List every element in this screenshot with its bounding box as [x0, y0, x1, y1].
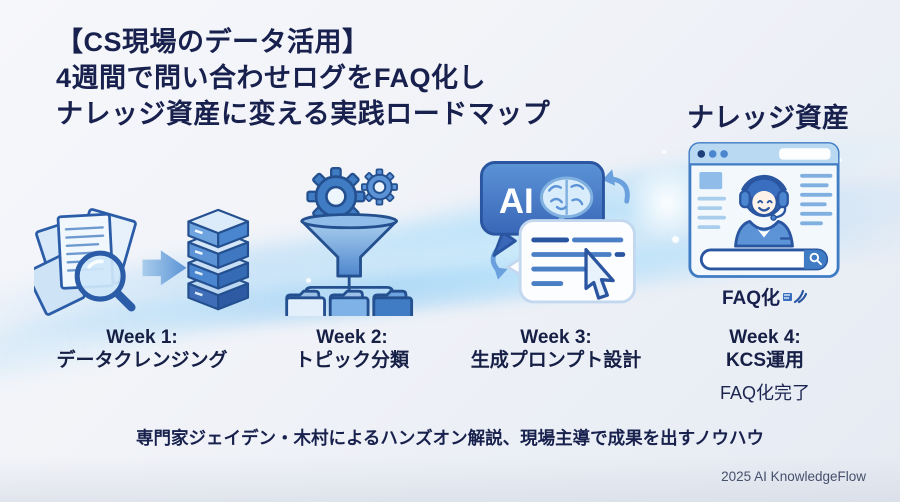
sparkle-dot: [838, 158, 842, 162]
sparkle-dot: [306, 278, 311, 283]
magnifier-icon: [74, 250, 136, 312]
week4-kcs-browser-icon: [688, 141, 840, 284]
folder-icon: [328, 289, 370, 321]
week2-topic-classification-icon: [281, 166, 423, 321]
week-number: Week 3:: [520, 327, 592, 348]
week-number: Week 1:: [106, 327, 178, 348]
arrowhead-icon: [494, 267, 508, 280]
sparkle-dot: [662, 150, 666, 154]
footer-strip: [0, 456, 900, 502]
week-number: Week 2:: [316, 327, 388, 348]
gear-icon: [360, 168, 398, 206]
week-number: Week 4:: [729, 327, 801, 348]
week2-label: Week 2: トピック分類: [268, 326, 436, 372]
window-dot-icon: [708, 150, 717, 158]
search-icon: [809, 252, 820, 263]
week3-prompt-design-icon: AI: [464, 156, 648, 327]
title-line: ナレッジ資産に変える実践ロードマップ: [56, 99, 551, 129]
address-bar: [779, 148, 831, 160]
ai-chat-bubbles-icon: AI: [479, 161, 636, 304]
week-topic: 生成プロンプト設計: [470, 350, 642, 371]
headset-earcup-icon: [739, 189, 751, 209]
paper-stack-icon: [25, 208, 137, 316]
brain-icon: [540, 176, 594, 227]
folder-icon: [285, 289, 326, 321]
week4-note: FAQ化完了: [719, 383, 810, 403]
search-bar: [699, 248, 829, 271]
documents-magnifier-database-icon: [25, 208, 250, 316]
credit-text: 2025 AI KnowledgeFlow: [721, 469, 866, 484]
page-content-lines: [697, 172, 833, 229]
gears-funnel-folders-icon: [285, 166, 414, 321]
support-agent-icon: [734, 174, 794, 248]
faq-badge: FAQ化: [688, 283, 842, 310]
window-dot-icon: [720, 150, 728, 158]
database-stack-icon: [187, 208, 250, 311]
funnel-icon: [300, 213, 398, 278]
headset-earcup-icon: [777, 189, 789, 209]
week1-data-cleansing-icon: [25, 206, 250, 331]
week-topic: トピック分類: [294, 350, 409, 371]
sparkle-dot: [672, 236, 679, 243]
week1-label: Week 1: データクレンジング: [25, 326, 259, 372]
knowledge-asset-heading: ナレッジ資産: [687, 103, 849, 133]
ai-bubble-icon: AI: [479, 161, 605, 257]
bottom-note: 専門家ジェイデン・木村によるハンズオン解説、現場主導で成果を出すノウハウ: [135, 428, 765, 448]
week-topic: KCS運用: [725, 350, 805, 371]
week3-label: Week 3: 生成プロンプト設計: [456, 326, 656, 372]
glitch-artifact-icon: [783, 289, 808, 303]
support-portal-window-icon: [688, 142, 840, 278]
window-dot-icon: [697, 150, 706, 158]
title-line: 【CS現場のデータ活用】: [56, 27, 370, 57]
search-button: [803, 249, 827, 269]
ai-label: AI: [499, 182, 534, 221]
right-arrow-icon: [142, 250, 187, 286]
response-bubble-icon: [504, 219, 636, 304]
week4-label: Week 4: KCS運用 FAQ化完了: [678, 326, 852, 405]
week-topic: データクレンジング: [56, 350, 228, 371]
title-line: 4週間で問い合わせログをFAQ化し: [56, 63, 487, 93]
cursor-icon: [584, 248, 615, 300]
arrowhead-icon: [602, 169, 616, 186]
page-title: 【CS現場のデータ活用】 4週間で問い合わせログをFAQ化し ナレッジ資産に変え…: [56, 24, 550, 132]
faq-badge-label: FAQ化: [721, 288, 781, 309]
folder-icon: [372, 289, 414, 321]
